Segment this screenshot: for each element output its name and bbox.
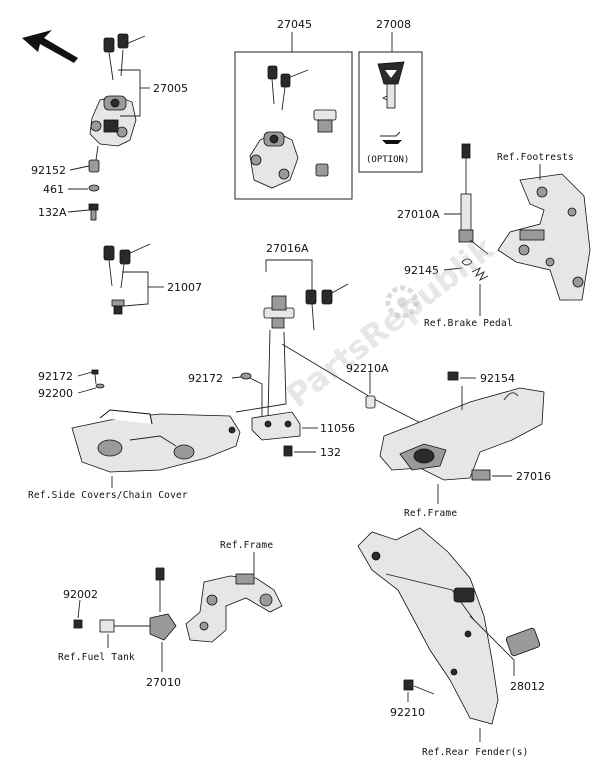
part-number-92152: 92152 — [31, 164, 66, 177]
option-key-box — [358, 51, 423, 173]
key-set-21007 — [103, 243, 151, 315]
part-number-21007: 21007 — [167, 281, 202, 294]
part-number-92210A: 92210A — [346, 362, 389, 375]
side-cover — [71, 409, 241, 473]
ref-footrests: Ref.Footrests — [497, 152, 574, 163]
ref-rear-fender: Ref.Rear Fender(s) — [422, 747, 529, 758]
leader-line — [77, 371, 93, 377]
lower-bracket — [185, 573, 283, 643]
ref-frame-lower: Ref.Frame — [220, 540, 273, 551]
part-number-92172-a: 92172 — [38, 370, 73, 383]
bolt-92154 — [447, 371, 459, 381]
part-number-92145: 92145 — [404, 264, 439, 277]
part-number-92210: 92210 — [390, 706, 425, 719]
lock-set-box — [234, 51, 353, 200]
direction-arrow-icon — [22, 30, 78, 63]
ref-frame-right: Ref.Frame — [404, 508, 457, 519]
collar-92210 — [403, 679, 414, 691]
bolt-132A — [88, 203, 99, 221]
spring-92145 — [461, 258, 489, 282]
rear-fender — [357, 527, 499, 725]
bolt-92172 — [91, 369, 105, 389]
leader-line — [77, 387, 97, 394]
leader-line — [122, 271, 149, 307]
key-icon — [305, 283, 349, 331]
leader-line — [77, 599, 81, 619]
leader-line — [267, 329, 271, 417]
part-number-27005: 27005 — [153, 82, 188, 95]
bolt-92172-center — [240, 372, 252, 380]
leader-line — [265, 259, 313, 290]
bracket-11056 — [251, 411, 301, 441]
ignition-switch-27005 — [89, 33, 146, 147]
collar-92210A — [365, 395, 376, 409]
part-number-28012: 28012 — [510, 680, 545, 693]
seat-lock-27016A — [263, 283, 349, 331]
key-icon — [267, 65, 309, 111]
part-number-27016A: 27016A — [266, 242, 309, 255]
part-number-27045: 27045 — [277, 18, 312, 31]
bolt-132 — [283, 445, 293, 457]
part-number-27010: 27010 — [146, 676, 181, 689]
washer-92152 — [88, 159, 100, 173]
part-number-461: 461 — [43, 183, 64, 196]
part-number-92172-b: 92172 — [188, 372, 223, 385]
leader-line — [67, 209, 90, 213]
frame — [379, 386, 545, 481]
watermark-gear-icon — [385, 285, 419, 319]
lock-set-27045 — [249, 65, 337, 189]
footrest-bracket — [497, 173, 591, 301]
part-number-27008: 27008 — [376, 18, 411, 31]
leader-line — [231, 376, 242, 379]
part-number-27016: 27016 — [516, 470, 551, 483]
leader-line — [413, 685, 435, 695]
washer-461 — [88, 184, 100, 192]
reflector-28012 — [505, 627, 541, 657]
leader-line — [249, 377, 263, 420]
leader-line — [235, 331, 287, 413]
leader-line — [95, 145, 99, 161]
part-number-132A: 132A — [38, 206, 67, 219]
key-icon — [103, 243, 151, 289]
leader-line — [118, 69, 141, 117]
leader-line — [69, 165, 90, 171]
ref-side-covers: Ref.Side Covers/Chain Cover — [28, 490, 188, 501]
blank-key-27008 — [377, 61, 405, 144]
ref-brake-pedal: Ref.Brake Pedal — [424, 318, 513, 329]
part-number-92002: 92002 — [63, 588, 98, 601]
switch-27010A — [458, 143, 489, 255]
part-number-11056: 11056 — [320, 422, 355, 435]
option-label: (OPTION) — [366, 155, 409, 165]
ref-fuel-tank: Ref.Fuel Tank — [58, 652, 135, 663]
bolt-92002 — [73, 619, 83, 629]
part-number-92154: 92154 — [480, 372, 515, 385]
switch-27010 — [99, 567, 177, 641]
key-icon — [103, 33, 146, 81]
leader-line — [469, 615, 515, 676]
leader-line — [443, 267, 463, 271]
part-number-27010A: 27010A — [397, 208, 440, 221]
part-number-92200: 92200 — [38, 387, 73, 400]
part-number-132: 132 — [320, 446, 341, 459]
